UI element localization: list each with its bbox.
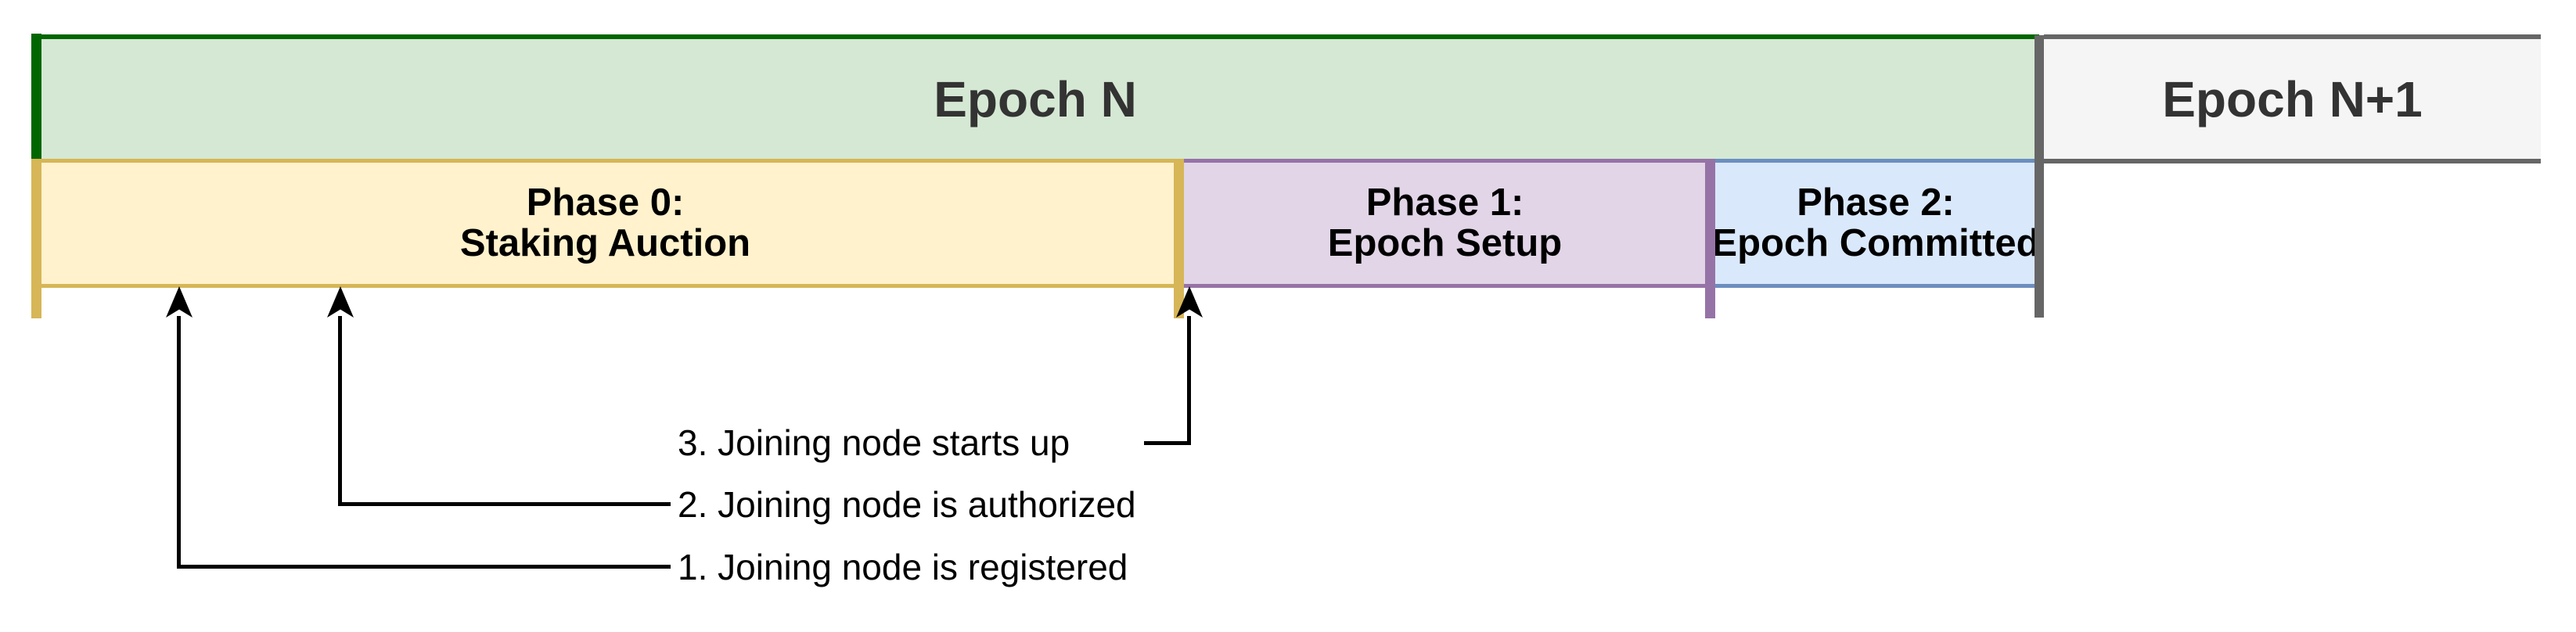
annotation-1-connector xyxy=(178,565,671,569)
phase-1-end-tick xyxy=(1705,159,1715,318)
annotation-3-text: 3. Joining node starts up xyxy=(678,422,1070,463)
phase-1-title: Phase 1: xyxy=(1365,181,1524,224)
phase-1-subtitle: Epoch Setup xyxy=(1327,221,1563,264)
phase-0-title: Phase 0: xyxy=(526,181,685,224)
arrow-1-arrowhead xyxy=(166,286,192,318)
phase-0-end-tick xyxy=(1174,159,1184,318)
epoch-n-bar: Epoch N xyxy=(31,34,2039,159)
epoch-n1-label: Epoch N+1 xyxy=(2162,70,2423,127)
epoch-n-start-tick xyxy=(31,34,41,159)
annotation-3-label: 3. Joining node starts up xyxy=(678,419,1070,466)
annotation-1-text: 1. Joining node is registered xyxy=(678,547,1128,587)
phase-2-box: Phase 2: Epoch Committed xyxy=(1711,159,2041,288)
annotation-2-connector xyxy=(339,502,671,506)
arrow-1-shaft xyxy=(177,316,181,569)
phase-1-box: Phase 1: Epoch Setup xyxy=(1179,159,1711,288)
annotation-1-label: 1. Joining node is registered xyxy=(678,544,1128,591)
arrow-2-shaft xyxy=(338,316,342,506)
phase-2-subtitle: Epoch Committed xyxy=(1711,221,2040,264)
arrow-2-arrowhead xyxy=(327,286,354,318)
phase-0-start-tick xyxy=(31,159,41,318)
epoch-n-label: Epoch N xyxy=(934,70,1137,127)
epoch-boundary-divider xyxy=(2035,35,2044,318)
annotation-2-text: 2. Joining node is authorized xyxy=(678,484,1136,525)
phase-0-box: Phase 0: Staking Auction xyxy=(31,159,1179,288)
arrow-3-shaft xyxy=(1187,316,1191,445)
annotation-2-label: 2. Joining node is authorized xyxy=(678,481,1136,528)
phase-0-subtitle: Staking Auction xyxy=(459,221,751,264)
annotation-3-connector xyxy=(1144,441,1191,445)
phase-2-title: Phase 2: xyxy=(1797,181,1955,224)
epoch-n1-bar: Epoch N+1 xyxy=(2044,34,2541,163)
